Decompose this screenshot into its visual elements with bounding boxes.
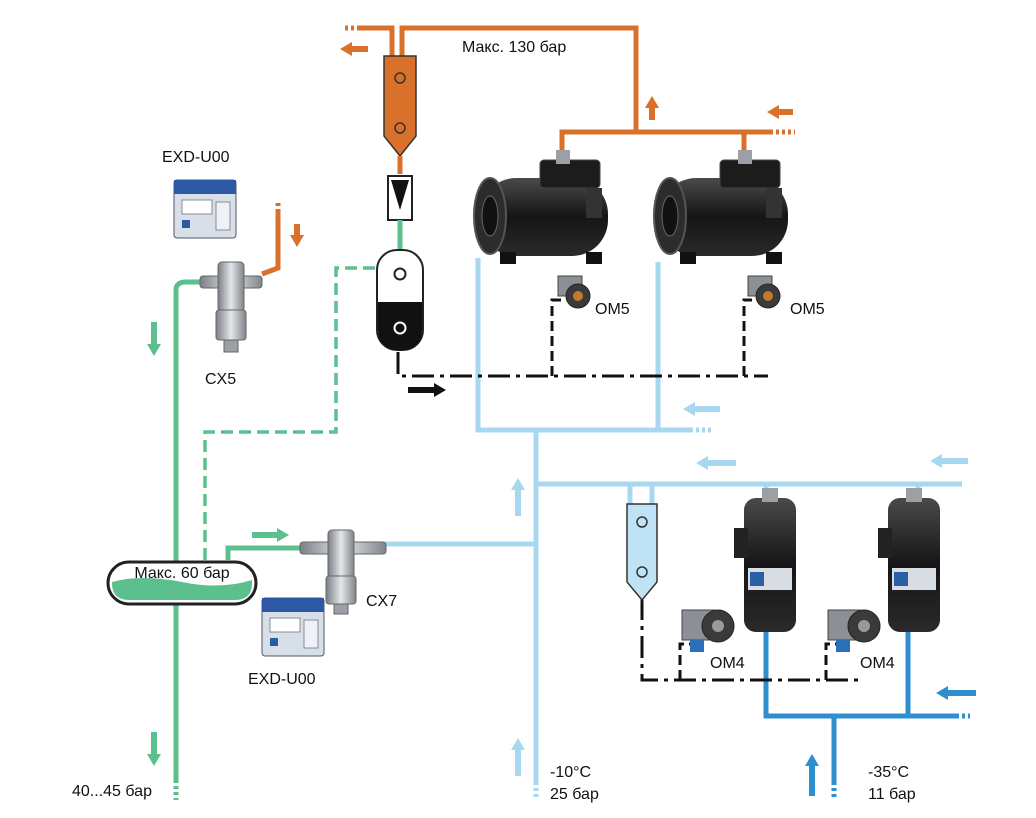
- flow-arrow-icon: [805, 686, 976, 796]
- valve-icon: [299, 529, 387, 615]
- receiver-pressure-label: Макс. 60 бар: [134, 565, 230, 582]
- exd-controller-label-bottom: EXD-U00: [248, 671, 316, 688]
- medium-temp-label: -10°C 25 бар: [550, 764, 599, 803]
- low-suction-lines: [763, 630, 956, 782]
- oil-manager-icon: [557, 275, 591, 309]
- oil-manager-icon: [681, 609, 735, 652]
- hot-gas-outlet-left: [360, 25, 395, 60]
- receiver-icon: [106, 560, 258, 606]
- max-pressure-high-label: Макс. 130 бар: [462, 39, 567, 56]
- liquid-to-cx7: [225, 545, 304, 560]
- controller-icon: [261, 597, 325, 657]
- compressor-icon: [653, 150, 788, 264]
- cx5-valve-label: CX5: [205, 371, 237, 388]
- liquid-cx5-outlet: [173, 279, 200, 560]
- liquid-dashed: [203, 266, 378, 560]
- liquid-pressure-label: 40...45 бар: [72, 783, 152, 800]
- cx7-valve-label: CX7: [366, 593, 398, 610]
- check-valve-icon: [387, 175, 413, 250]
- hot-gas-dashed-ends: [275, 25, 795, 212]
- oil-separator-icon: [383, 55, 417, 174]
- om4-label-right: OM4: [860, 655, 895, 672]
- oil-lines: [396, 298, 860, 682]
- exd-controller-label-top: EXD-U00: [162, 149, 230, 166]
- oil-manager-icon: [747, 275, 781, 309]
- flow-arrow-icon: [290, 42, 793, 247]
- hot-gas-main-pipe: [399, 25, 639, 132]
- low-temp-label: -35°C 11 бар: [868, 764, 916, 803]
- flow-arrow-icon: [147, 322, 289, 766]
- om4-label-left: OM4: [710, 655, 745, 672]
- controller-icon: [173, 179, 237, 239]
- oil-reservoir-icon: [376, 249, 424, 351]
- om5-label-right: OM5: [790, 301, 825, 318]
- compressor-icon: [473, 150, 608, 264]
- flow-arrow-icon: [408, 383, 446, 397]
- om5-label-left: OM5: [595, 301, 630, 318]
- liquid-lines: [173, 279, 304, 780]
- low-suction-dashed: [831, 713, 970, 800]
- scroll-compressor-icon: [878, 488, 940, 632]
- oil-separator-icon: [626, 503, 658, 602]
- flow-arrow-icon: [511, 402, 968, 776]
- hot-gas-cx5-line: [261, 212, 281, 277]
- medium-suction-dashed: [533, 427, 712, 800]
- oil-manager-icon: [827, 609, 881, 652]
- scroll-compressor-icon: [734, 488, 796, 632]
- valve-icon: [199, 261, 263, 353]
- medium-suction-lines: [385, 258, 962, 782]
